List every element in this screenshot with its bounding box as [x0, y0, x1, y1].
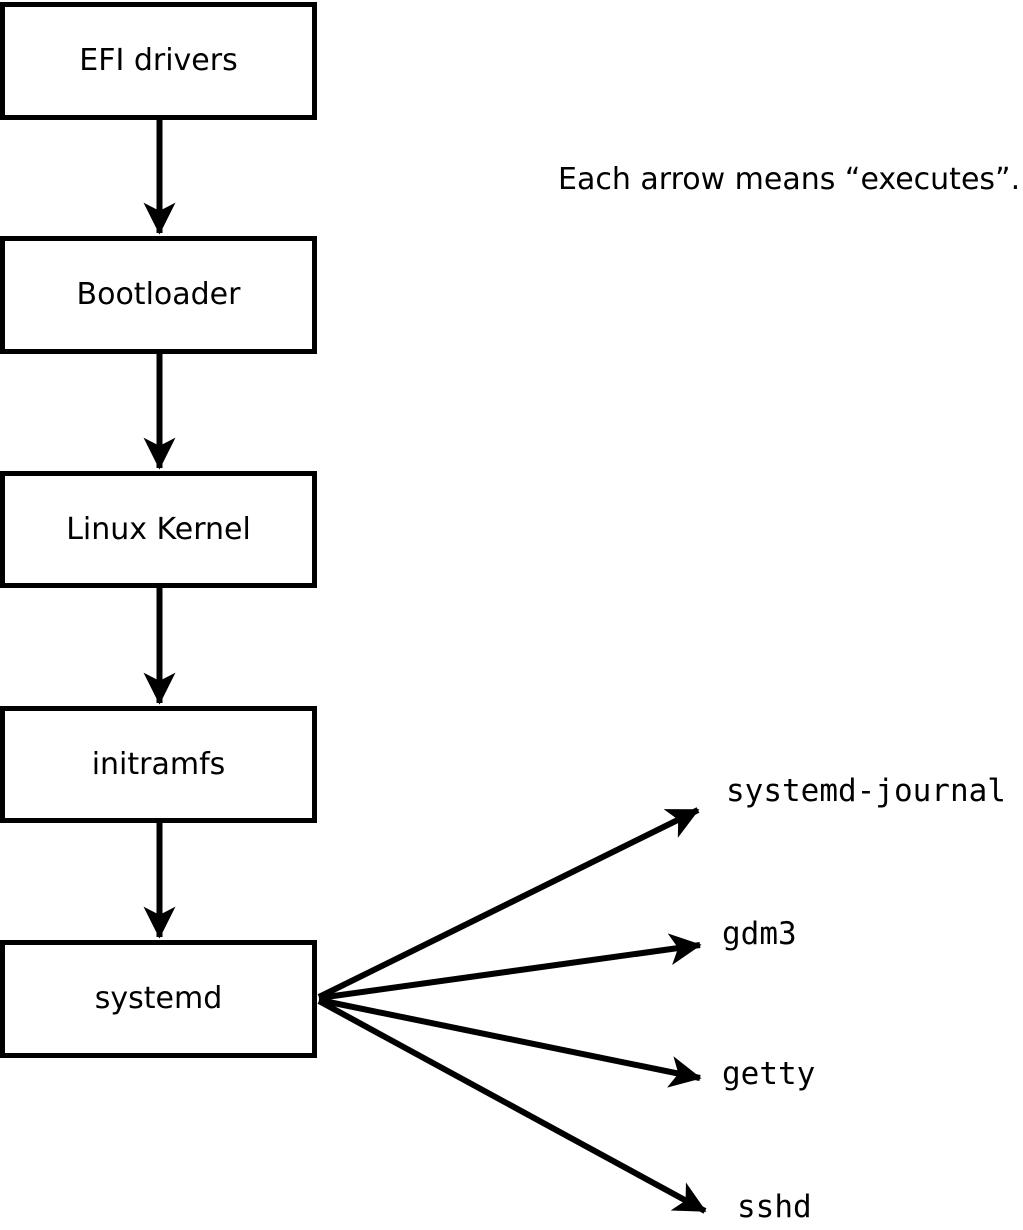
- process-label-systemd-journal: systemd-journal: [726, 773, 1006, 809]
- arrow-systemd-to-journal: [317, 807, 700, 1000]
- arrow-systemd-to-sshd: [317, 998, 707, 1214]
- arrow-systemd-to-gdm3: [318, 933, 702, 1001]
- arrow-systemd-to-getty: [318, 997, 702, 1088]
- node-systemd: systemd: [0, 940, 317, 1058]
- node-systemd-label: systemd: [94, 981, 223, 1016]
- node-efi-drivers-label: EFI drivers: [79, 43, 238, 78]
- node-bootloader-label: Bootloader: [76, 277, 241, 312]
- node-linux-kernel-label: Linux Kernel: [66, 511, 251, 547]
- arrow-meaning-caption: Each arrow means “executes”.: [558, 162, 1021, 197]
- process-label-gdm3: gdm3: [722, 916, 797, 952]
- node-bootloader: Bootloader: [0, 236, 317, 354]
- node-initramfs-label: initramfs: [91, 746, 226, 782]
- process-label-sshd: sshd: [737, 1189, 812, 1225]
- node-linux-kernel: Linux Kernel: [0, 471, 317, 588]
- node-efi-drivers: EFI drivers: [0, 2, 317, 120]
- node-initramfs: initramfs: [0, 706, 317, 823]
- process-label-getty: getty: [722, 1056, 816, 1092]
